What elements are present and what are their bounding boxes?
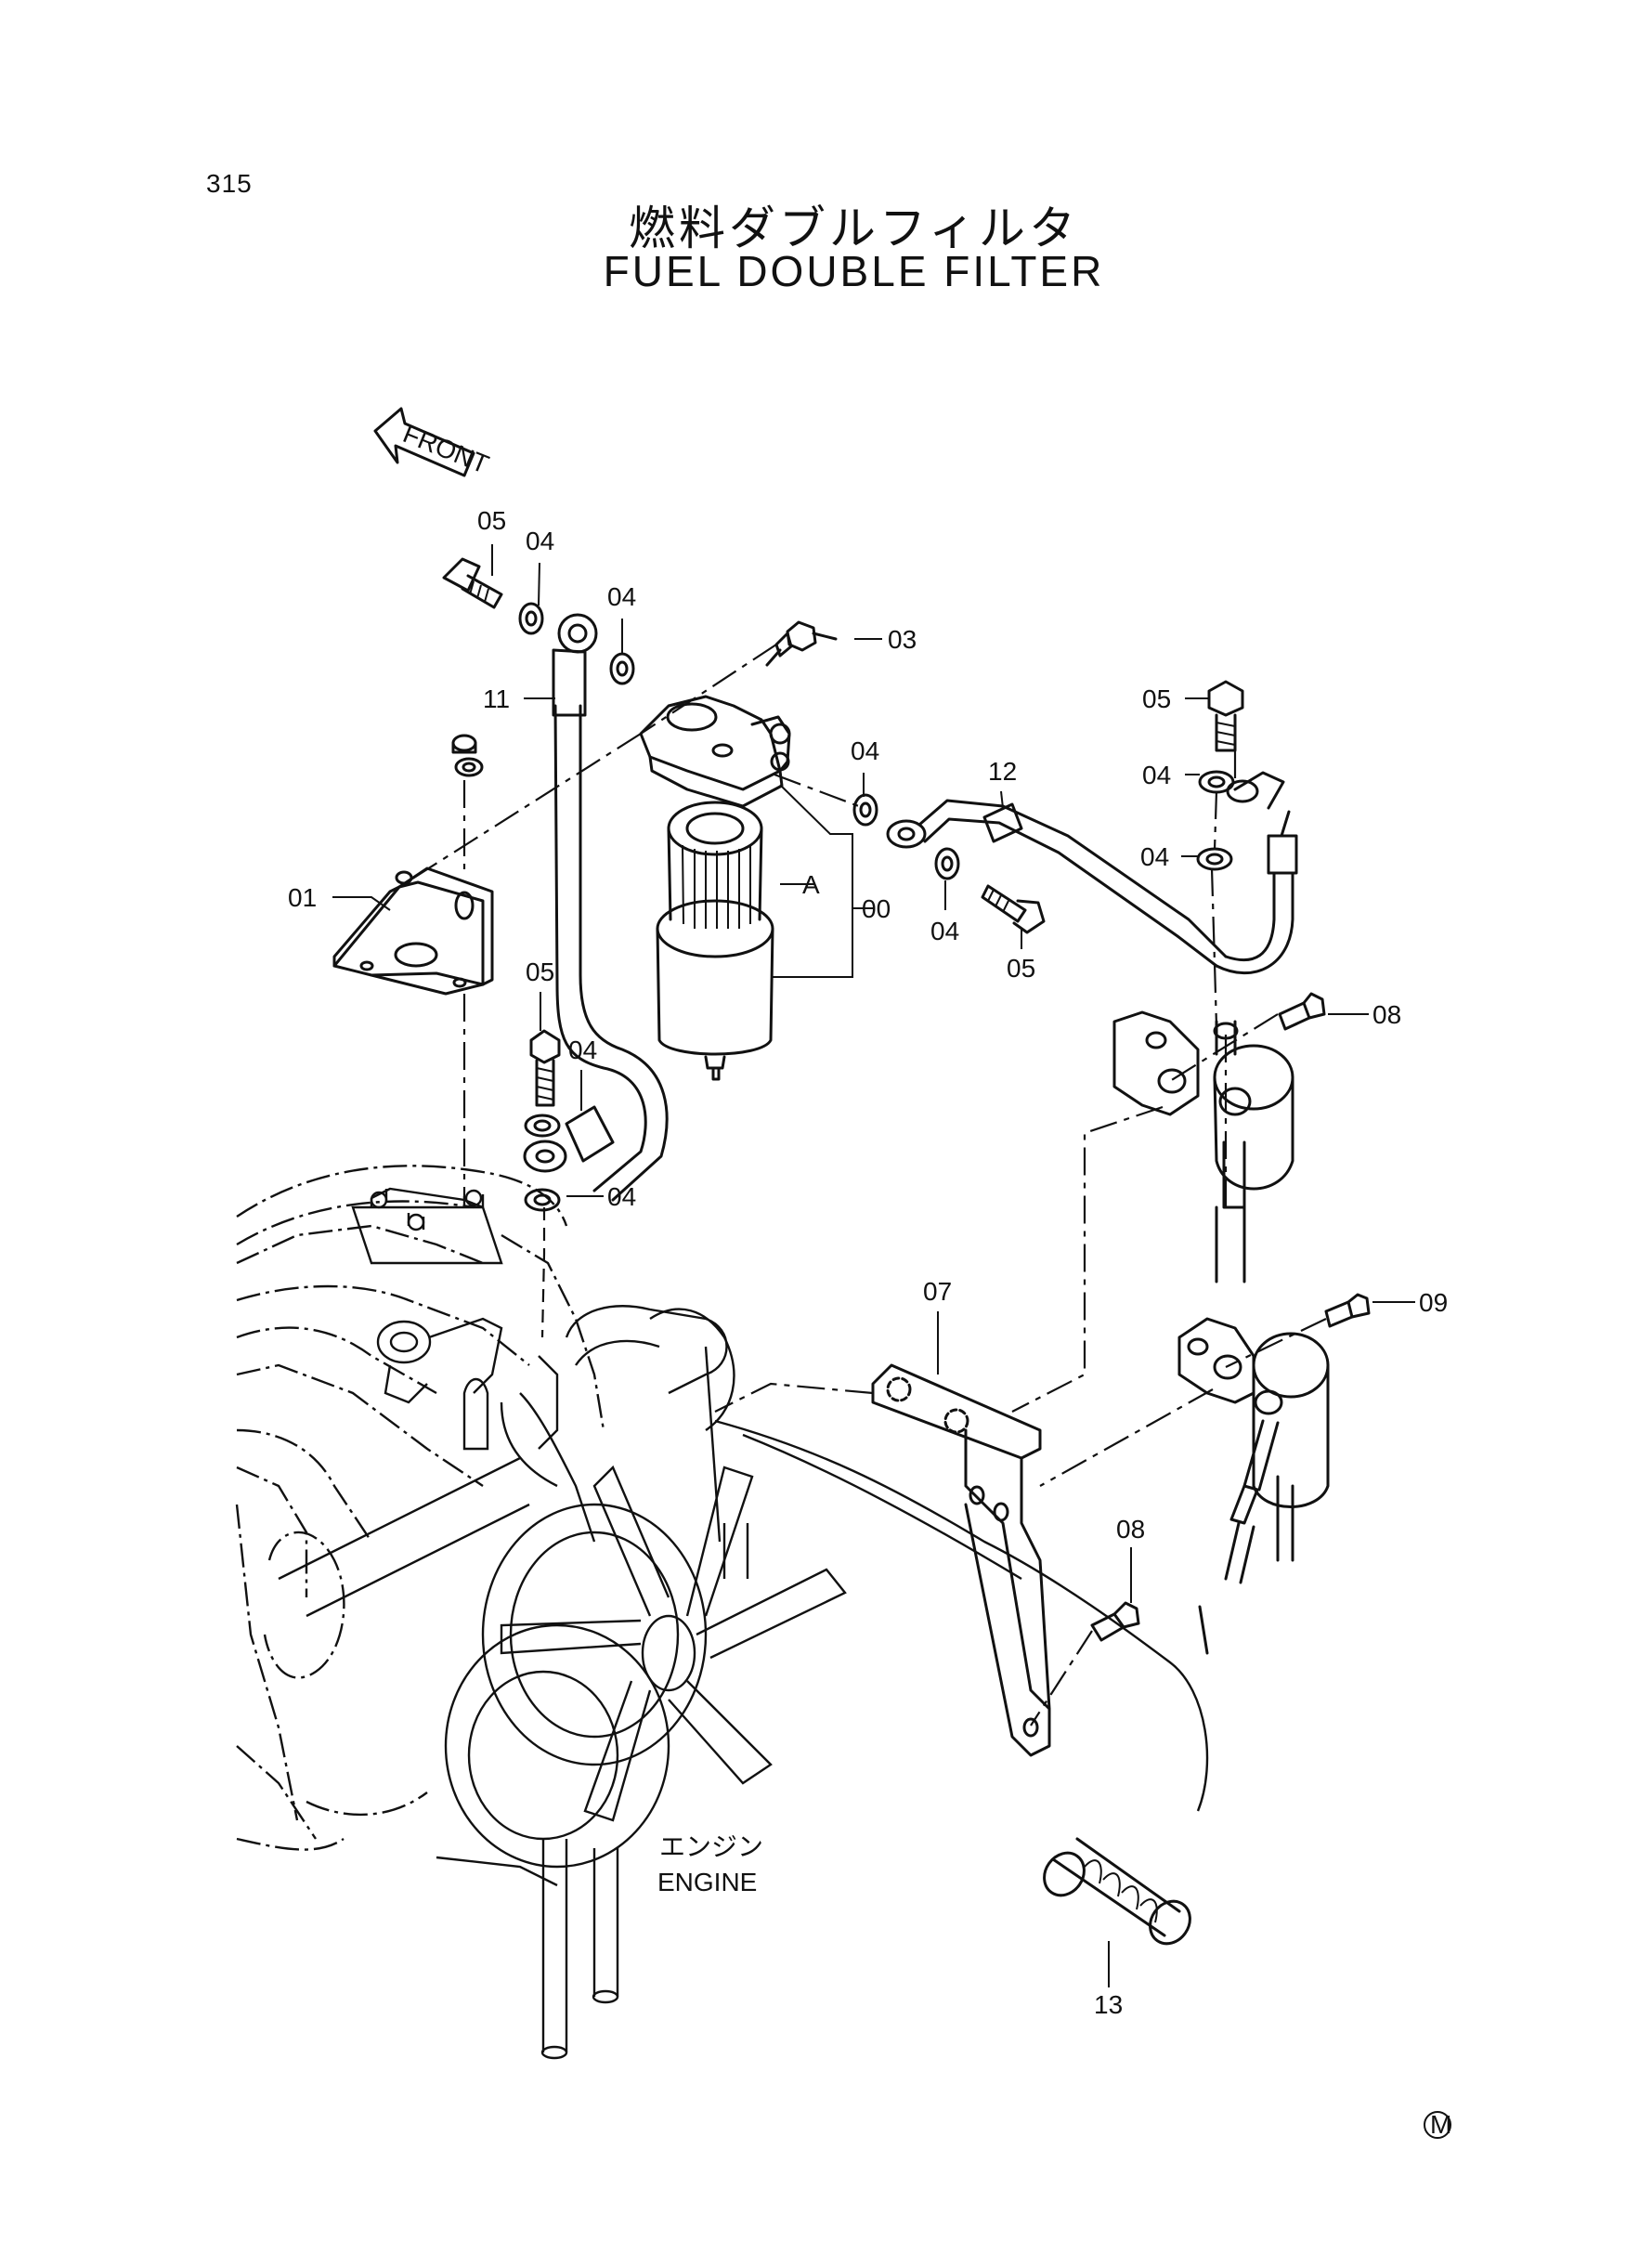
callout-04-c: 04	[851, 736, 879, 765]
front-arrow-icon: FRONT	[373, 407, 493, 479]
part-08-bolt-lower	[1090, 1601, 1140, 1642]
callout-09: 09	[1419, 1288, 1448, 1317]
engine-label-japanese: エンジン	[659, 1831, 763, 1862]
callout-07: 07	[923, 1277, 952, 1306]
callout-04-d: 04	[930, 917, 959, 945]
callout-04-f: 04	[1140, 842, 1169, 871]
callout-05-top: 05	[477, 506, 506, 535]
front-arrow-label: FRONT	[399, 419, 493, 479]
callout-08-upper: 08	[1372, 1000, 1401, 1029]
callout-04-b: 04	[607, 582, 636, 611]
part-09-bolt	[1324, 1293, 1371, 1328]
part-05-bolt-right	[1207, 680, 1244, 752]
callout-05-pipe: 05	[1007, 954, 1035, 983]
page-number: 315	[206, 169, 253, 198]
engine-outline	[235, 1165, 1209, 2060]
callout-labels: 05 04 04 03 11 01 04 A 00 04 05 12 05 04…	[288, 506, 1448, 2019]
part-07-bracket	[871, 1363, 1051, 1757]
bracket-nuts	[451, 734, 484, 777]
part-12-pipe	[886, 771, 1298, 975]
filter-housing-lower-right	[1177, 1317, 1330, 1655]
callout-04-g: 04	[568, 1036, 597, 1064]
engine-label-english: ENGINE	[657, 1868, 757, 1896]
leader-lines	[332, 544, 1415, 1987]
callout-03: 03	[888, 625, 917, 654]
part-05-bolt-middle	[529, 1029, 561, 1107]
m-mark-symbol: M	[1424, 2110, 1451, 2139]
svg-text:M: M	[1430, 2110, 1451, 2139]
callout-04-a: 04	[526, 527, 554, 555]
assembly-mark-a: A	[802, 870, 820, 899]
callout-01: 01	[288, 883, 317, 912]
part-03-bolt	[765, 620, 838, 667]
callout-00: 00	[862, 894, 891, 923]
callout-13: 13	[1094, 1990, 1123, 2019]
callout-05-right: 05	[1142, 684, 1171, 713]
part-11-hose	[523, 613, 669, 1202]
filter-housing-upper-right	[1112, 1010, 1294, 1283]
callout-12: 12	[988, 757, 1017, 786]
callout-08-lower: 08	[1116, 1515, 1145, 1544]
callout-04-e: 04	[1142, 761, 1171, 789]
part-08-bolt-upper	[1278, 992, 1326, 1031]
callout-05-middle: 05	[526, 958, 554, 986]
part-05-bolt-top	[442, 557, 503, 609]
callout-11: 11	[483, 684, 510, 713]
part-13-spring	[1043, 1837, 1191, 1946]
callout-04-h: 04	[607, 1182, 636, 1211]
assembly-connection-lines	[398, 644, 1327, 1726]
part-00-fuel-filter	[639, 695, 791, 1081]
page-title-english: FUEL DOUBLE FILTER	[603, 247, 1105, 295]
page-title-japanese: 燃料ダブルフィルタ	[629, 202, 1079, 255]
part-01-bracket	[332, 866, 494, 996]
part-05-bolt-pipe	[981, 884, 1046, 934]
